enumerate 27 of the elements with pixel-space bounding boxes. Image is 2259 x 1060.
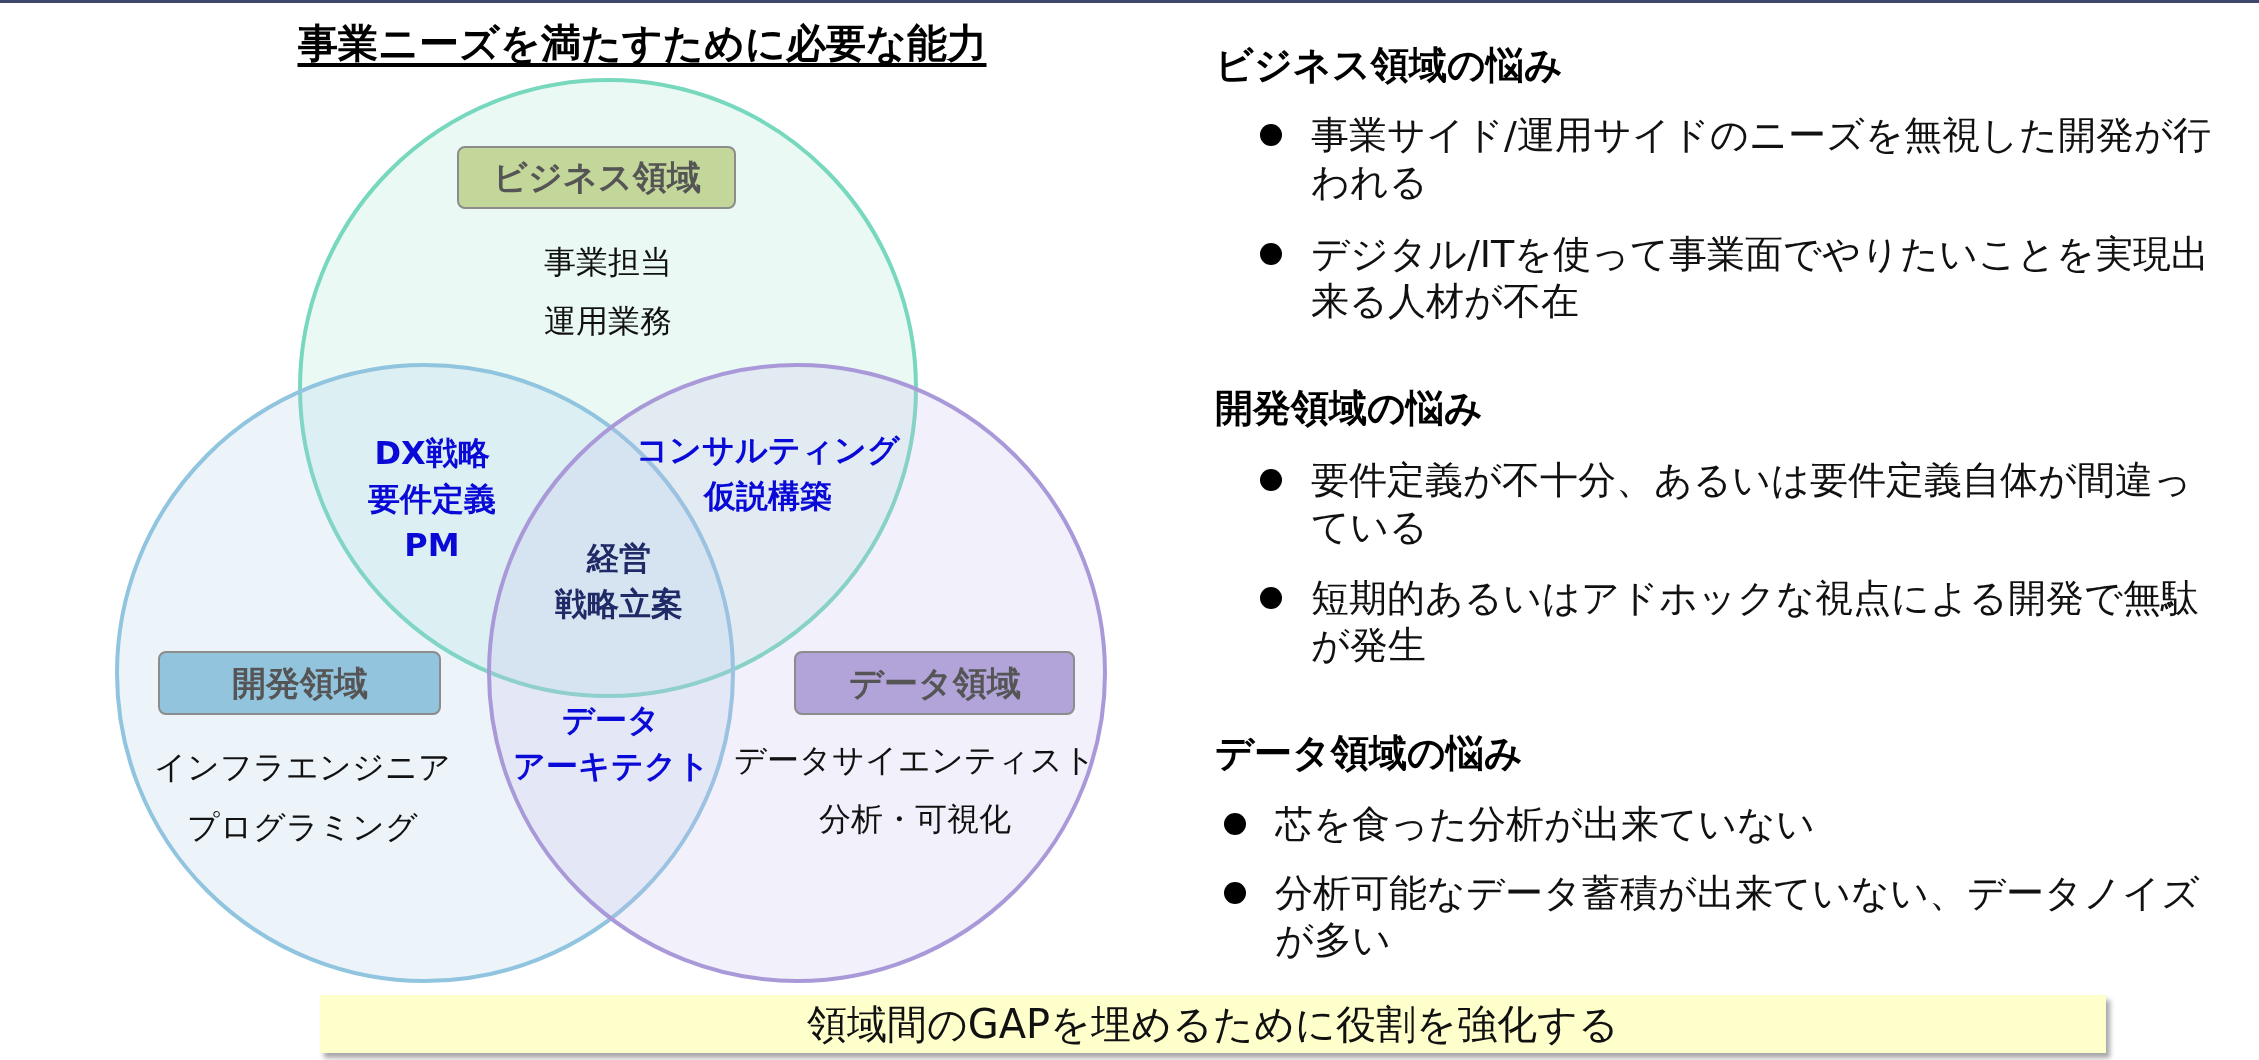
bullet-text: デジタル/ITを使って事業面でやりたいことを実現出来る人材が不在 <box>1311 230 2211 325</box>
overlap-label: コンサルティング <box>636 430 900 471</box>
overlap-label: 仮説構築 <box>704 476 832 517</box>
overlap-label: PM <box>404 525 460 566</box>
skill-text: データサイエンティスト <box>734 740 1096 781</box>
domain-tag: 開発領域 <box>158 651 441 715</box>
bullet-text: 分析可能なデータ蓄積が出来ていない、データノイズが多い <box>1275 869 2201 964</box>
overlap-label: データアーキテクト <box>512 700 710 787</box>
section-heading: 開発領域の悩み <box>1215 385 1483 432</box>
overlap-label: 経営戦略立案 <box>555 538 683 625</box>
bullet-text: 要件定義が不十分、あるいは要件定義自体が間違っている <box>1311 456 2193 551</box>
diagram-title: 事業ニーズを満たすために必要な能力 <box>297 19 987 68</box>
summary-banner: 領域間のGAPを埋めるために役割を強化する <box>320 995 2106 1053</box>
skill-text: 事業担当 <box>544 242 672 283</box>
skill-text: 分析・可視化 <box>819 799 1011 840</box>
section-heading: ビジネス領域の悩み <box>1215 42 1563 89</box>
skill-text: インフラエンジニア <box>153 747 451 788</box>
bullet-text: 事業サイド/運用サイドのニーズを無視した開発が行われる <box>1311 111 2212 206</box>
section-heading: データ領域の悩み <box>1215 730 1523 777</box>
skill-text: プログラミング <box>186 807 418 848</box>
domain-tag: データ領域 <box>794 651 1075 715</box>
bullet-text: 芯を食った分析が出来ていない <box>1275 800 1816 848</box>
skill-text: 運用業務 <box>544 301 672 342</box>
bullet-text: 短期的あるいはアドホックな視点による開発で無駄が発生 <box>1311 574 2200 669</box>
overlap-label: 要件定義 <box>368 479 496 520</box>
overlap-label: DX戦略 <box>374 433 490 474</box>
domain-tag: ビジネス領域 <box>457 146 736 209</box>
